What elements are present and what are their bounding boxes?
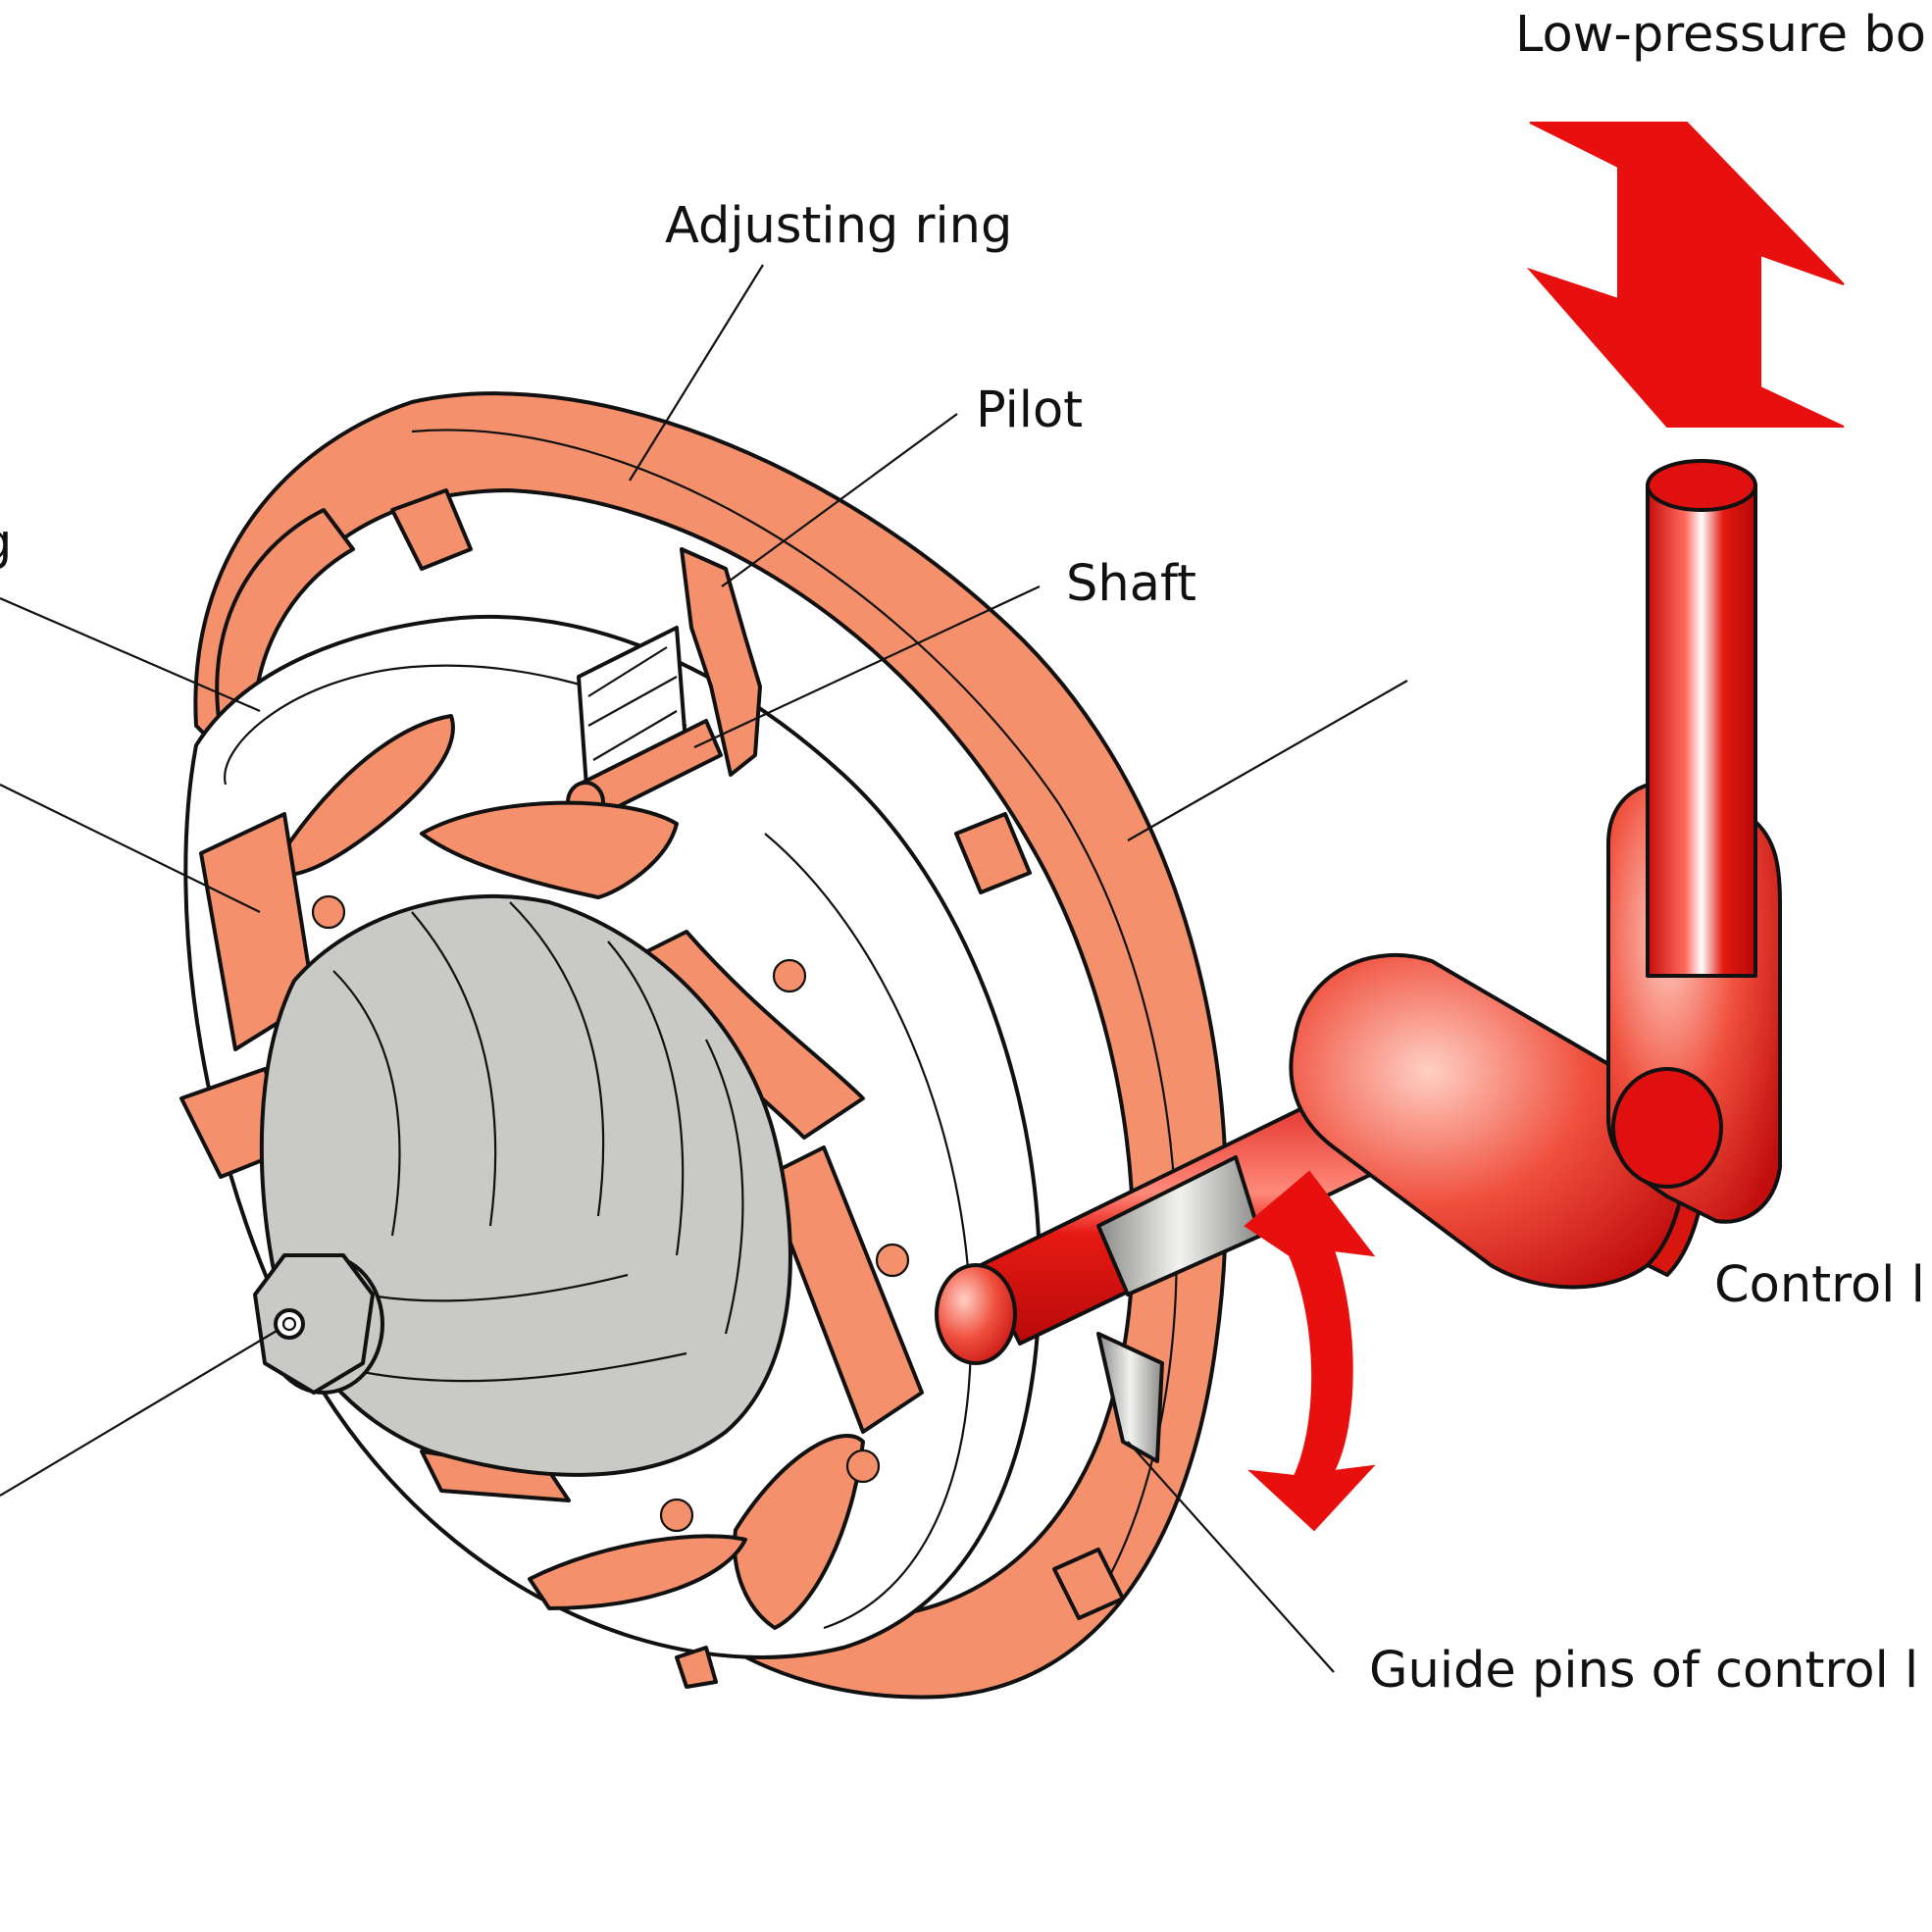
leader-adjusting-ring <box>629 264 764 482</box>
leader-pilot <box>721 413 958 587</box>
leader-left-mid <box>0 784 261 913</box>
guide-pins-label: Guide pins of control l <box>1369 1642 1919 1700</box>
pilot <box>577 547 762 816</box>
low-pressure-label: Low-pressure bo <box>1515 6 1926 64</box>
shaft-label: Shaft <box>1066 555 1197 613</box>
low-pressure-double-arrow <box>1526 122 1845 428</box>
cut-off-left-label: g <box>0 518 12 568</box>
ring-slots <box>390 488 1125 1689</box>
leader-left-top <box>0 596 261 713</box>
pilot-label: Pilot <box>976 381 1084 439</box>
leader-lines <box>0 264 1408 1673</box>
turbine-wheel <box>259 893 792 1477</box>
rotation-double-arrow <box>1244 1170 1376 1532</box>
actuator-rod <box>1646 459 1757 978</box>
adjusting-ring-label: Adjusting ring <box>665 197 1013 255</box>
control-lever-label: Control l <box>1714 1256 1925 1314</box>
leader-shaft <box>693 585 1041 748</box>
turbine-hub-nut <box>253 1253 384 1395</box>
leader-left-bottom <box>0 1330 278 1497</box>
leader-control-lever <box>1127 680 1408 841</box>
leader-guide-pins <box>1127 1441 1335 1673</box>
